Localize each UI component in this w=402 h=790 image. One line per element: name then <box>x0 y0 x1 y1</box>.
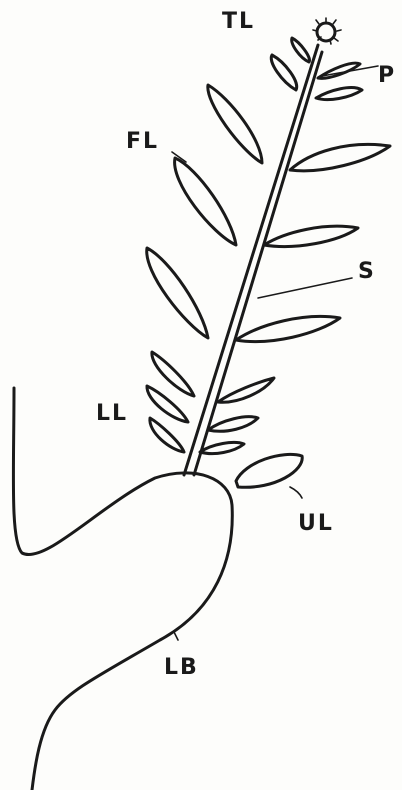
base-outline <box>13 388 232 790</box>
leaf-left-4 <box>175 158 236 245</box>
leader-line-lb <box>174 632 178 640</box>
stalk <box>184 45 318 475</box>
leaf-right-4 <box>264 226 358 246</box>
leaf-left-2 <box>271 55 296 90</box>
leaf-left-8 <box>150 418 184 452</box>
leader-line-s <box>258 278 352 298</box>
upper-lobe <box>236 454 302 487</box>
label-ll: LL <box>96 401 128 426</box>
leaf-right-3 <box>290 144 390 170</box>
leaf-left-5 <box>147 248 208 338</box>
leader-line-ul <box>290 487 302 498</box>
leaf-left-3 <box>208 85 262 163</box>
label-s: S <box>358 259 376 284</box>
leaf-right-6 <box>218 378 274 402</box>
label-tl: TL <box>222 9 255 34</box>
leaf-left-1 <box>292 38 310 62</box>
leaf-right-5 <box>236 316 340 341</box>
leaf-left-6 <box>152 352 194 396</box>
leaf-right-7 <box>208 417 258 432</box>
leaf-right-2 <box>316 88 362 100</box>
label-fl: FL <box>126 129 159 154</box>
leaf-right-8 <box>200 442 244 453</box>
stalk-inner-line <box>194 52 322 475</box>
label-lb: LB <box>164 655 199 680</box>
label-ul: UL <box>298 511 334 536</box>
label-p: P <box>378 63 396 88</box>
